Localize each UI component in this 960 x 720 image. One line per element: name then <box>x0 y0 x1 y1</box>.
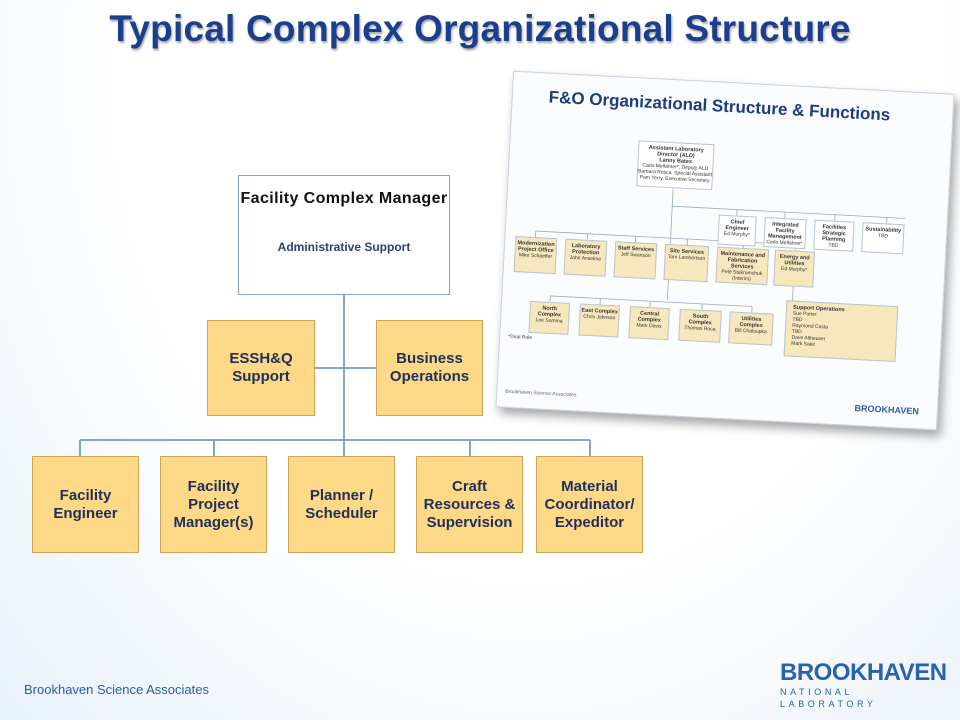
thumb-complex-box: Utilities Complex Bill Chaloupka <box>728 311 774 346</box>
thumb-mid-box: Laboratory Protection John Anselme <box>563 238 608 277</box>
thumb-box-name: Thomas Roca <box>684 324 716 333</box>
essh-q-support-box: ESSH&Q Support <box>207 320 315 416</box>
thumb-mid-box: Maintenance and Fabrication Services Pet… <box>715 246 770 286</box>
thumb-complex-box: Central Complex Mark Davis <box>628 306 670 341</box>
business-operations-box: Business Operations <box>376 320 483 416</box>
top-box-title: Facility Complex Manager <box>240 190 448 207</box>
thumb-mid-box: Energy and Utilities Ed Murphy* <box>773 249 816 288</box>
facility-engineer-box: Facility Engineer <box>32 456 139 553</box>
thumb-box-name: Chris Johnson <box>583 313 616 322</box>
thumb-box-name: Pete Stakramchuk (Interim) <box>721 268 763 283</box>
thumb-box-title: Integrated Facility Management <box>767 221 802 241</box>
thumb-complex-box: North Complex Lee Somma <box>528 300 571 335</box>
logo-sub-text: NATIONAL LABORATORY <box>780 687 877 709</box>
craft-resources-box: Craft Resources & Supervision <box>416 456 523 553</box>
facility-complex-manager-box: Facility Complex Manager Administrative … <box>238 175 450 295</box>
thumb-box-name: Ed Murphy* <box>723 230 751 239</box>
thumbnail-note: *Dual Role <box>508 333 533 342</box>
thumb-ald-box: Assistant Laboratory Director (ALD) Lann… <box>636 140 715 191</box>
thumb-mid-box: Modernization Project Office Mike Schaef… <box>513 236 558 275</box>
thumb-box-name: Jeff Swanson <box>620 251 651 260</box>
thumb-right-box: Sustainability TBD <box>861 222 905 255</box>
facility-project-manager-box: Facility Project Manager(s) <box>160 456 267 553</box>
thumb-box-name: TBD <box>828 242 839 249</box>
thumb-support-ops-box: Support Operations Sue Porter TBD Raymon… <box>783 300 899 363</box>
thumb-complex-box: South Complex Thomas Roca <box>678 308 722 343</box>
slide-title: Typical Complex Organizational Structure <box>109 8 851 49</box>
thumb-box-name: Carlo Melfahrer* <box>766 239 803 248</box>
thumb-box-name: Ed Murphy* <box>780 265 808 274</box>
material-coordinator-box: Material Coordinator/ Expeditor <box>536 456 643 553</box>
thumb-right-box: Facilities Strategic Planning TBD <box>813 219 855 252</box>
thumb-right-box: Chief Engineer Ed Murphy* <box>717 214 757 247</box>
thumb-box-name: John Anselme <box>569 254 602 263</box>
planner-scheduler-box: Planner / Scheduler <box>288 456 395 553</box>
fo-org-chart-thumbnail: F&O Organizational Structure & Functions <box>495 70 955 431</box>
thumb-box-title: Facilities Strategic Planning <box>821 224 847 244</box>
brookhaven-logo: BROOKHAVEN NATIONAL LABORATORY <box>780 659 947 710</box>
thumb-box-name: Mike Schaeffer <box>518 252 553 260</box>
thumb-box-name: Tom Lambertson <box>667 254 706 262</box>
logo-main-text: BROOKHAVEN <box>780 659 947 686</box>
top-box-subtitle: Administrative Support <box>277 240 411 254</box>
thumb-right-box: Integrated Facility Management Carlo Mel… <box>763 217 807 250</box>
thumb-box-name: Lee Somma <box>535 317 563 325</box>
thumb-mid-box: Site Services Tom Lambertson <box>663 243 710 283</box>
thumb-complex-box: East Complex Chris Johnson <box>578 303 620 338</box>
thumb-box-name: Bill Chaloupka <box>734 327 767 336</box>
thumb-box-name: Mark Davis <box>636 322 662 330</box>
thumb-mid-box: Staff Services Jeff Swanson <box>613 241 658 280</box>
footer-organization: Brookhaven Science Associates <box>24 682 209 697</box>
